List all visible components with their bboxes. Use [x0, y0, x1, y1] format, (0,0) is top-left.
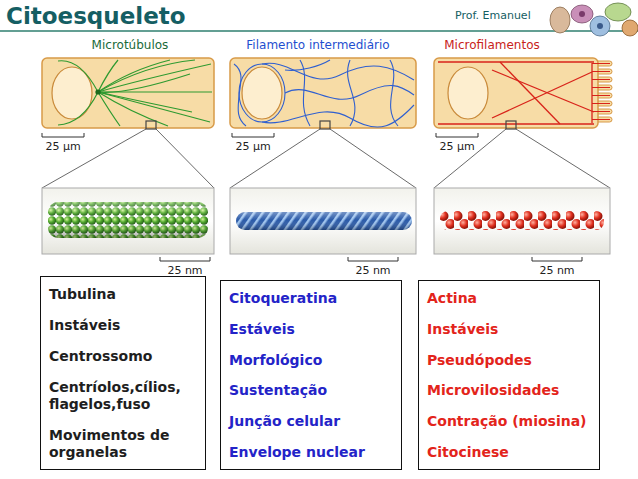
- list-item: Microvilosidades: [427, 382, 591, 399]
- scale-bar: [436, 133, 478, 137]
- microtubule: [98, 92, 120, 126]
- zoom-marker: [506, 121, 516, 129]
- microfilament-lines: [438, 62, 610, 124]
- zoom-line: [42, 129, 214, 188]
- nucleus-icon: [597, 23, 603, 29]
- zoom-panel: [230, 188, 416, 254]
- cell-icon: [550, 7, 570, 33]
- microfilament: [438, 61, 594, 62]
- column-header: Filamento intermediário: [246, 38, 389, 52]
- scale-bar: [532, 257, 582, 261]
- cell-body: [42, 58, 214, 128]
- scale-bar: [42, 133, 84, 137]
- microtubule: [58, 61, 98, 92]
- list-box: TubulinaInstáveisCentrossomoCentríolos,c…: [40, 276, 206, 470]
- cell-body: [230, 58, 416, 128]
- intermediate-filament-shade: [236, 212, 412, 230]
- list-box: CitoqueratinaEstáveisMorfológicoSustenta…: [220, 280, 402, 470]
- list-item: Junção celular: [229, 413, 393, 430]
- intermediate-filament: [348, 60, 355, 126]
- intermediate-filament: [262, 63, 414, 80]
- microtubule: [98, 74, 190, 92]
- author-label: Prof. Emanuel: [455, 9, 531, 22]
- clipart-collage: [550, 3, 638, 36]
- centrosome: [95, 89, 100, 94]
- list-box: ActinaInstáveisPseudópodesMicrovilosidad…: [418, 280, 600, 470]
- microvillus-core: [592, 64, 610, 120]
- list-item: Estáveis: [229, 321, 393, 338]
- cell-icon: [571, 5, 593, 23]
- microvilli: [588, 61, 612, 122]
- microfilament: [492, 72, 592, 118]
- microtubule: [98, 60, 195, 92]
- list-item: Envelope nuclear: [229, 444, 393, 461]
- nucleus: [242, 67, 282, 119]
- intermediate-filament: [390, 60, 398, 126]
- intermediate-filament-lines: [234, 60, 414, 127]
- scale-bar: [160, 257, 210, 261]
- list-item: Sustentação: [229, 382, 393, 399]
- zoom-marker: [146, 121, 156, 129]
- cell-icon: [590, 16, 610, 36]
- nucleus: [448, 67, 488, 119]
- scale-bars: [42, 133, 582, 261]
- list-item: Centrossomo: [49, 348, 197, 365]
- nucleus-icon: [579, 11, 585, 17]
- page-title: Citoesqueleto: [6, 3, 186, 29]
- list-item: Tubulina: [49, 286, 197, 303]
- zoom-marker: [320, 121, 330, 129]
- microtubule: [58, 92, 98, 125]
- zoom-line: [434, 129, 610, 188]
- list-item: Citocinese: [427, 444, 591, 461]
- scale-label: 25 nm: [355, 264, 390, 277]
- list-item: Actina: [427, 290, 591, 307]
- microtubule: [98, 92, 192, 112]
- zoom-panel: [434, 188, 610, 254]
- zoom-line: [230, 129, 416, 188]
- list-item: Instáveis: [49, 317, 197, 334]
- zoom-lines: [42, 121, 610, 188]
- list-item: Contração (miosina): [427, 413, 591, 430]
- cell-icon: [622, 20, 638, 36]
- list-item: Movimentos de organelas: [49, 427, 197, 461]
- cell-icon: [605, 3, 631, 21]
- intermediate-filament: [234, 64, 246, 126]
- list-item: Centríolos,cílios, flagelos,fuso: [49, 379, 197, 413]
- intermediate-filament: [285, 60, 330, 70]
- list-item: Morfológico: [229, 352, 393, 369]
- cell-intermediate-filaments: [230, 58, 416, 128]
- scale-label: 25 µm: [45, 140, 80, 153]
- microtubule: [98, 60, 118, 92]
- intermediate-filament: [239, 64, 285, 122]
- scale-bar: [232, 133, 274, 137]
- column-header: Microfilamentos: [444, 38, 540, 52]
- list-item: Citoqueratina: [229, 290, 393, 307]
- column-header: Microtúbulos: [92, 38, 169, 52]
- cell-body: [434, 58, 598, 128]
- microfilament: [500, 62, 560, 124]
- cell-microfilaments: [434, 58, 612, 128]
- intermediate-filament-zoom: [236, 212, 412, 230]
- scale-bar: [348, 257, 398, 261]
- microtubule-lines: [58, 60, 212, 126]
- list-item: Instáveis: [427, 321, 591, 338]
- scale-label: 25 µm: [235, 140, 270, 153]
- zoom-panel: [42, 188, 214, 254]
- microtubule-shade: [48, 202, 208, 238]
- scale-label: 25 µm: [439, 140, 474, 153]
- microfilament-zoom: [440, 211, 604, 230]
- list-item: Pseudópodes: [427, 352, 591, 369]
- microtubule-zoom: [48, 202, 208, 238]
- cell-microtubules: [42, 58, 214, 128]
- header-rule: [0, 30, 638, 32]
- microtubule: [98, 92, 168, 126]
- scale-label: 25 nm: [539, 264, 574, 277]
